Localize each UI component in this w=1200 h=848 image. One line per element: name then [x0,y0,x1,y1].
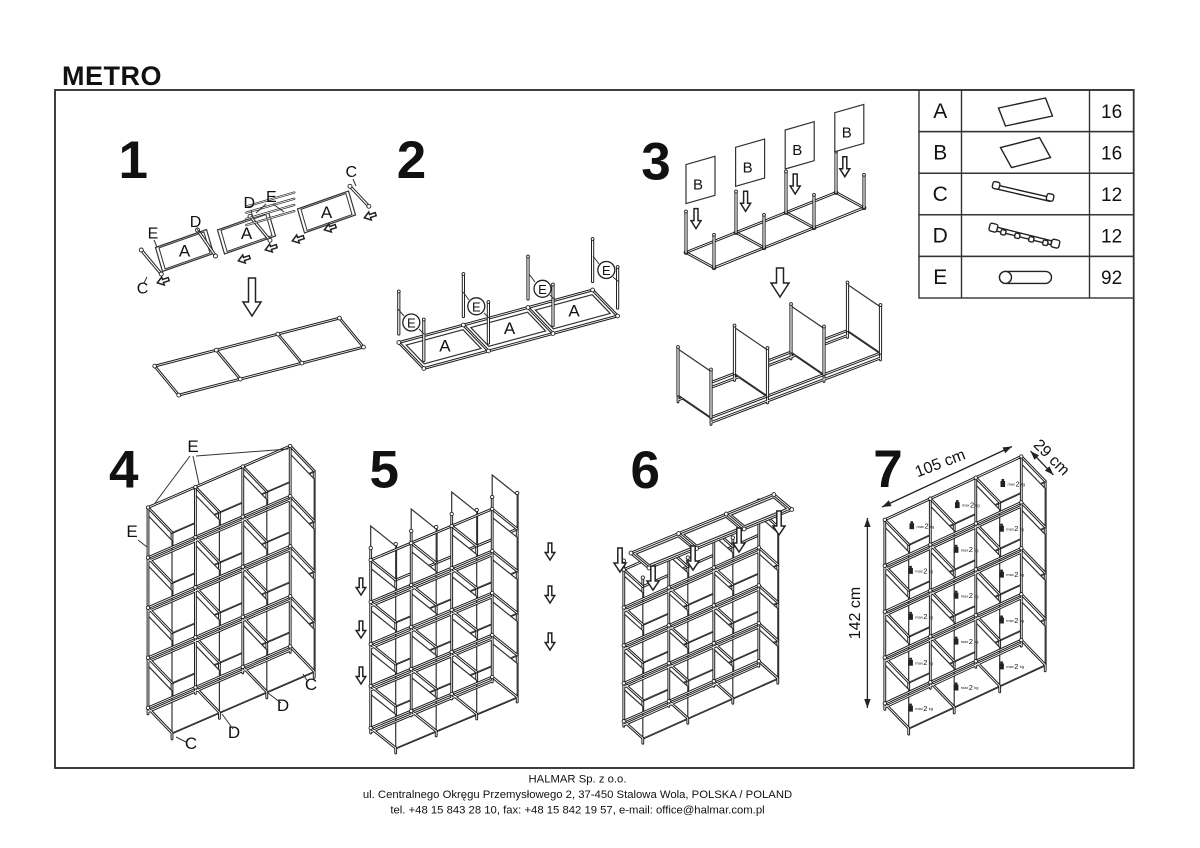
svg-text:D: D [277,696,289,715]
svg-text:max: max [961,685,969,690]
svg-text:kg: kg [929,569,933,574]
svg-text:6: 6 [631,441,660,500]
svg-text:max: max [961,593,969,598]
svg-text:max: max [1008,482,1016,487]
svg-text:max: max [915,569,923,574]
svg-text:B: B [842,125,852,142]
svg-text:A: A [241,224,253,243]
svg-text:16: 16 [1101,143,1122,164]
svg-text:D: D [228,723,240,742]
svg-text:D: D [190,214,202,231]
svg-text:E: E [602,263,611,278]
svg-text:kg: kg [974,547,978,552]
svg-text:kg: kg [974,593,978,598]
svg-text:kg: kg [1020,572,1024,577]
svg-text:2: 2 [969,637,973,646]
svg-text:max: max [1006,618,1014,623]
svg-text:max: max [961,639,969,644]
svg-text:kg: kg [1021,482,1025,487]
svg-text:A: A [568,301,580,320]
svg-text:kg: kg [1020,618,1024,623]
svg-text:2: 2 [969,591,973,600]
svg-text:2: 2 [397,131,426,190]
svg-text:E: E [472,299,481,314]
svg-text:E: E [538,282,547,297]
svg-text:kg: kg [929,614,933,619]
svg-text:max: max [915,660,923,665]
svg-text:C: C [137,281,149,298]
svg-text:E: E [266,189,277,206]
svg-text:max: max [917,524,925,529]
svg-text:METRO: METRO [62,61,162,91]
svg-text:max: max [915,614,923,619]
svg-text:C: C [346,164,358,181]
svg-text:max: max [962,503,970,508]
svg-text:1: 1 [118,131,147,190]
svg-text:E: E [407,316,416,331]
svg-text:E: E [187,437,198,456]
svg-text:max: max [961,547,969,552]
svg-text:kg: kg [930,524,934,529]
svg-text:B: B [743,159,753,176]
svg-text:92: 92 [1101,268,1122,289]
svg-text:2: 2 [969,545,973,554]
svg-text:D: D [933,225,948,248]
svg-text:A: A [933,100,947,123]
svg-text:kg: kg [976,503,980,508]
svg-text:max: max [1006,664,1014,669]
svg-text:7: 7 [873,440,902,499]
svg-text:2: 2 [969,683,973,692]
svg-text:2: 2 [923,704,927,713]
svg-text:2: 2 [1014,570,1018,579]
svg-text:ul. Centralnego Okręgu Przemys: ul. Centralnego Okręgu Przemysłowego 2, … [363,789,792,801]
svg-text:E: E [126,522,137,541]
svg-text:2: 2 [1014,662,1018,671]
svg-text:max: max [915,706,923,711]
svg-text:2: 2 [923,612,927,621]
svg-text:12: 12 [1101,227,1122,248]
svg-text:kg: kg [929,706,933,711]
svg-text:2: 2 [925,522,929,531]
svg-text:kg: kg [929,660,933,665]
svg-text:tel. +48 15 843 28 10, fax: +4: tel. +48 15 843 28 10, fax: +48 15 842 1… [390,805,764,817]
svg-text:16: 16 [1101,102,1122,123]
svg-text:A: A [321,203,333,222]
svg-text:kg: kg [974,685,978,690]
svg-text:HALMAR Sp. z o.o.: HALMAR Sp. z o.o. [529,774,627,786]
svg-text:C: C [185,734,197,753]
svg-text:2: 2 [923,566,927,575]
svg-text:2: 2 [1014,616,1018,625]
svg-text:A: A [504,319,516,338]
svg-text:142 cm: 142 cm [847,587,864,639]
svg-text:B: B [933,141,947,164]
svg-text:2: 2 [970,501,974,510]
svg-text:A: A [179,242,191,261]
svg-text:max: max [1006,526,1014,531]
svg-text:2: 2 [1016,479,1020,488]
svg-text:E: E [148,226,159,243]
svg-text:2: 2 [923,658,927,667]
svg-text:kg: kg [1020,526,1024,531]
svg-text:12: 12 [1101,185,1122,206]
svg-text:C: C [933,183,948,206]
svg-text:B: B [792,142,802,159]
svg-text:kg: kg [974,639,978,644]
svg-text:5: 5 [370,441,399,500]
svg-text:4: 4 [109,441,139,500]
svg-text:C: C [305,675,317,694]
svg-text:E: E [933,266,947,289]
svg-text:D: D [244,195,256,212]
svg-text:3: 3 [641,133,670,192]
svg-text:2: 2 [1014,524,1018,533]
svg-text:A: A [439,336,451,355]
svg-text:B: B [693,177,703,194]
svg-text:kg: kg [1020,664,1024,669]
svg-text:max: max [1006,572,1014,577]
